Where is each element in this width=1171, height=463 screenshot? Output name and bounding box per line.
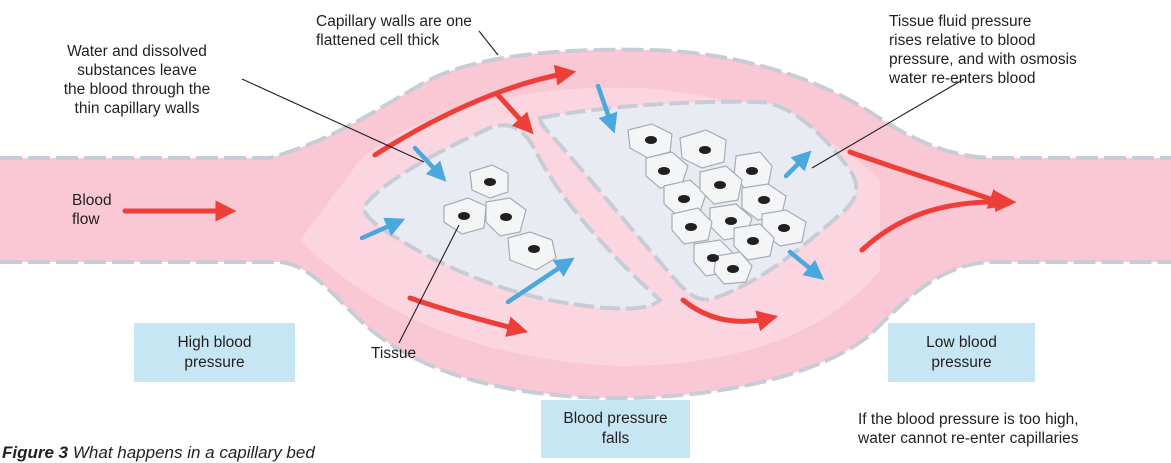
low-pressure-box: Low blood pressure <box>888 323 1035 382</box>
pressure-falls-box: Blood pressure falls <box>541 400 690 458</box>
high-pressure-box: High blood pressure <box>134 323 295 382</box>
tissue-label: Tissue <box>371 344 416 363</box>
figure-caption: Figure 3 What happens in a capillary bed <box>2 443 315 463</box>
capillary-walls-label: Capillary walls are one flattened cell t… <box>316 12 472 50</box>
too-high-note: If the blood pressure is too high, water… <box>858 410 1079 448</box>
blood-flow-label: Blood flow <box>72 191 112 229</box>
water-leave-label: Water and dissolved substances leave the… <box>28 42 246 118</box>
tissue-fluid-label: Tissue fluid pressure rises relative to … <box>889 12 1077 88</box>
